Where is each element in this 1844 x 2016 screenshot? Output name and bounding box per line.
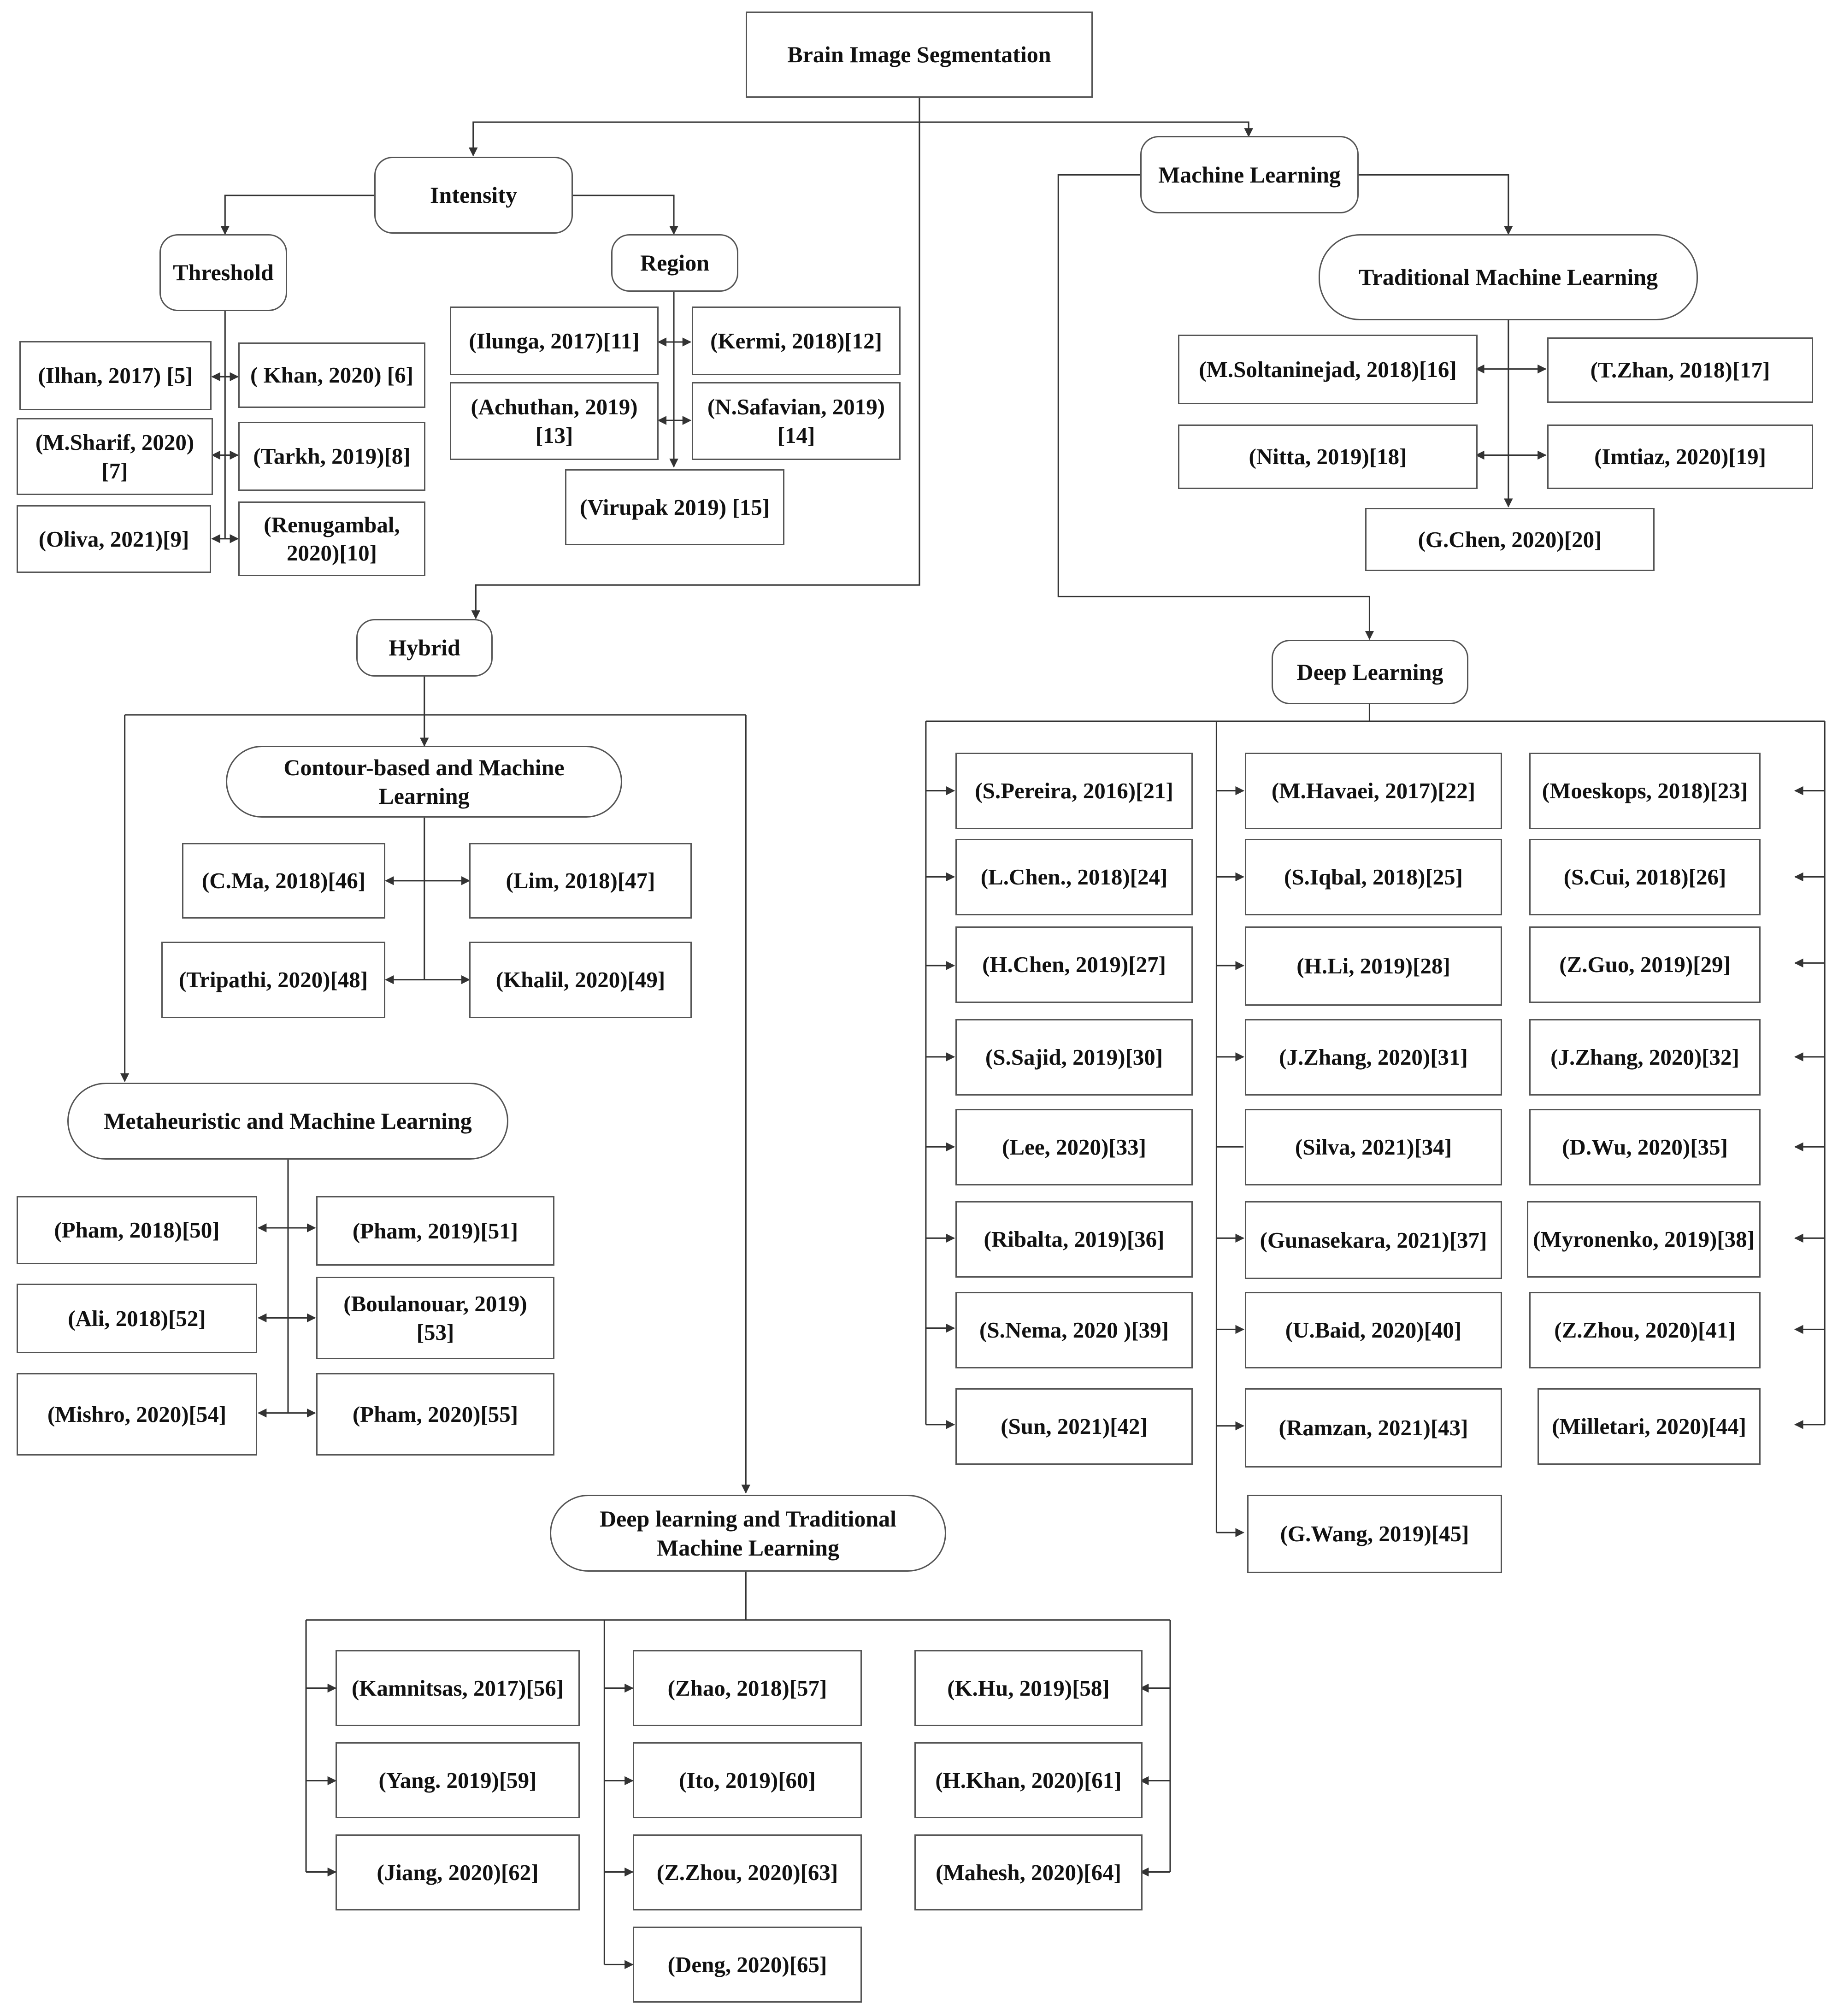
dl-ref-38: (Myronenko, 2019)[38]: [1527, 1201, 1761, 1278]
hybrid-ref-57: (Zhao, 2018)[57]: [633, 1650, 862, 1726]
dl-ref-26: (S.Cui, 2018)[26]: [1529, 839, 1761, 915]
deep-learning-node: Deep Learning: [1272, 640, 1468, 704]
root-to-hybrid: [471, 122, 920, 619]
region-ref-12: (Kermi, 2018)[12]: [692, 307, 901, 375]
dl-ref-45: (G.Wang, 2019)[45]: [1247, 1495, 1502, 1573]
region-ref-15: (Virupak 2019) [15]: [565, 469, 784, 545]
root-to-intensity: [468, 121, 919, 157]
dl-traditional-ml-node: Deep learning and Traditional Machine Le…: [550, 1495, 946, 1572]
dl-ref-44: (Milletari, 2020)[44]: [1538, 1388, 1761, 1465]
hybrid-ref-58: (K.Hu, 2019)[58]: [914, 1650, 1143, 1726]
root-node: Brain Image Segmentation: [746, 12, 1093, 98]
threshold-ref-7: (M.Sharif, 2020) [7]: [17, 418, 213, 495]
dl-ref-32: (J.Zhang, 2020)[32]: [1529, 1019, 1761, 1096]
dl-ref-41: (Z.Zhou, 2020)[41]: [1529, 1292, 1761, 1368]
region-ref-13: (Achuthan, 2019) [13]: [450, 382, 659, 460]
meta-ref-52: (Ali, 2018)[52]: [17, 1284, 257, 1353]
dl-ref-24: (L.Chen., 2018)[24]: [955, 839, 1193, 915]
dl-ref-43: (Ramzan, 2021)[43]: [1245, 1388, 1502, 1468]
intensity-node: Intensity: [374, 157, 573, 234]
hybrid-ref-64: (Mahesh, 2020)[64]: [914, 1834, 1143, 1910]
meta-ref-53: (Boulanouar, 2019) [53]: [316, 1277, 554, 1359]
threshold-ref-10: (Renugambal, 2020)[10]: [238, 501, 425, 576]
threshold-ref-9: (Oliva, 2021)[9]: [17, 505, 211, 573]
root-to-ml: [919, 121, 1253, 137]
meta-ref-50: (Pham, 2018)[50]: [17, 1196, 257, 1264]
dl-ref-30: (S.Sajid, 2019)[30]: [955, 1019, 1193, 1096]
threshold-ref-6: ( Khan, 2020) [6]: [238, 342, 425, 408]
contour-ref-48: (Tripathi, 2020)[48]: [161, 942, 385, 1018]
dl-ref-25: (S.Iqbal, 2018)[25]: [1245, 839, 1502, 915]
hybrid-ref-59: (Yang. 2019)[59]: [336, 1742, 580, 1818]
meta-ref-54: (Mishro, 2020)[54]: [17, 1373, 257, 1456]
ml-to-deep: [1057, 174, 1374, 640]
threshold-node: Threshold: [159, 234, 287, 311]
contour-ref-47: (Lim, 2018)[47]: [469, 843, 692, 919]
dl-ref-27: (H.Chen, 2019)[27]: [955, 926, 1193, 1003]
traditional-ml-node: Traditional Machine Learning: [1319, 234, 1698, 320]
dl-ref-23: (Moeskops, 2018)[23]: [1529, 753, 1761, 829]
region-ref-14: (N.Safavian, 2019)[14]: [692, 382, 901, 460]
hybrid-ref-56: (Kamnitsas, 2017)[56]: [336, 1650, 580, 1726]
tml-ref-17: (T.Zhan, 2018)[17]: [1547, 337, 1813, 403]
dl-ref-28: (H.Li, 2019)[28]: [1245, 926, 1502, 1006]
ml-to-traditional: [1356, 174, 1513, 235]
meta-ref-51: (Pham, 2019)[51]: [316, 1196, 554, 1266]
dl-ref-29: (Z.Guo, 2019)[29]: [1529, 926, 1761, 1003]
dl-ref-34: (Silva, 2021)[34]: [1245, 1109, 1502, 1185]
contour-ml-node: Contour-based and Machine Learning: [226, 746, 622, 818]
tml-ref-16: (M.Soltaninejad, 2018)[16]: [1178, 335, 1478, 404]
dl-ref-31: (J.Zhang, 2020)[31]: [1245, 1019, 1502, 1096]
contour-ref-46: (C.Ma, 2018)[46]: [182, 843, 385, 919]
hybrid-node: Hybrid: [356, 619, 493, 677]
dl-ref-42: (Sun, 2021)[42]: [955, 1388, 1193, 1465]
hybrid-ref-61: (H.Khan, 2020)[61]: [914, 1742, 1143, 1818]
hybrid-ref-60: (Ito, 2019)[60]: [633, 1742, 862, 1818]
intensity-to-threshold: [220, 195, 374, 235]
dl-ref-35: (D.Wu, 2020)[35]: [1529, 1109, 1761, 1185]
region-ref-11: (Ilunga, 2017)[11]: [450, 307, 659, 375]
dl-ref-22: (M.Havaei, 2017)[22]: [1245, 753, 1502, 829]
region-node: Region: [611, 234, 738, 292]
contour-ref-49: (Khalil, 2020)[49]: [469, 942, 692, 1018]
dl-ref-39: (S.Nema, 2020 )[39]: [955, 1292, 1193, 1368]
metaheuristic-ml-node: Metaheuristic and Machine Learning: [67, 1083, 508, 1160]
tml-ref-20: (G.Chen, 2020)[20]: [1365, 508, 1655, 571]
threshold-ref-8: (Tarkh, 2019)[8]: [238, 422, 425, 491]
dl-ref-33: (Lee, 2020)[33]: [955, 1109, 1193, 1185]
threshold-ref-5: (Ilhan, 2017) [5]: [19, 341, 212, 410]
dl-ref-21: (S.Pereira, 2016)[21]: [955, 753, 1193, 829]
tml-ref-19: (Imtiaz, 2020)[19]: [1547, 424, 1813, 489]
dl-ref-40: (U.Baid, 2020)[40]: [1245, 1292, 1502, 1368]
hybrid-ref-62: (Jiang, 2020)[62]: [336, 1834, 580, 1910]
tml-ref-18: (Nitta, 2019)[18]: [1178, 424, 1478, 489]
machine-learning-node: Machine Learning: [1140, 136, 1359, 213]
meta-ref-55: (Pham, 2020)[55]: [316, 1373, 554, 1456]
intensity-to-region: [572, 195, 678, 235]
hybrid-ref-65: (Deng, 2020)[65]: [633, 1927, 862, 2003]
hybrid-ref-63: (Z.Zhou, 2020)[63]: [633, 1834, 862, 1910]
dl-ref-37: (Gunasekara, 2021)[37]: [1245, 1201, 1502, 1279]
dl-ref-36: (Ribalta, 2019)[36]: [955, 1201, 1193, 1278]
